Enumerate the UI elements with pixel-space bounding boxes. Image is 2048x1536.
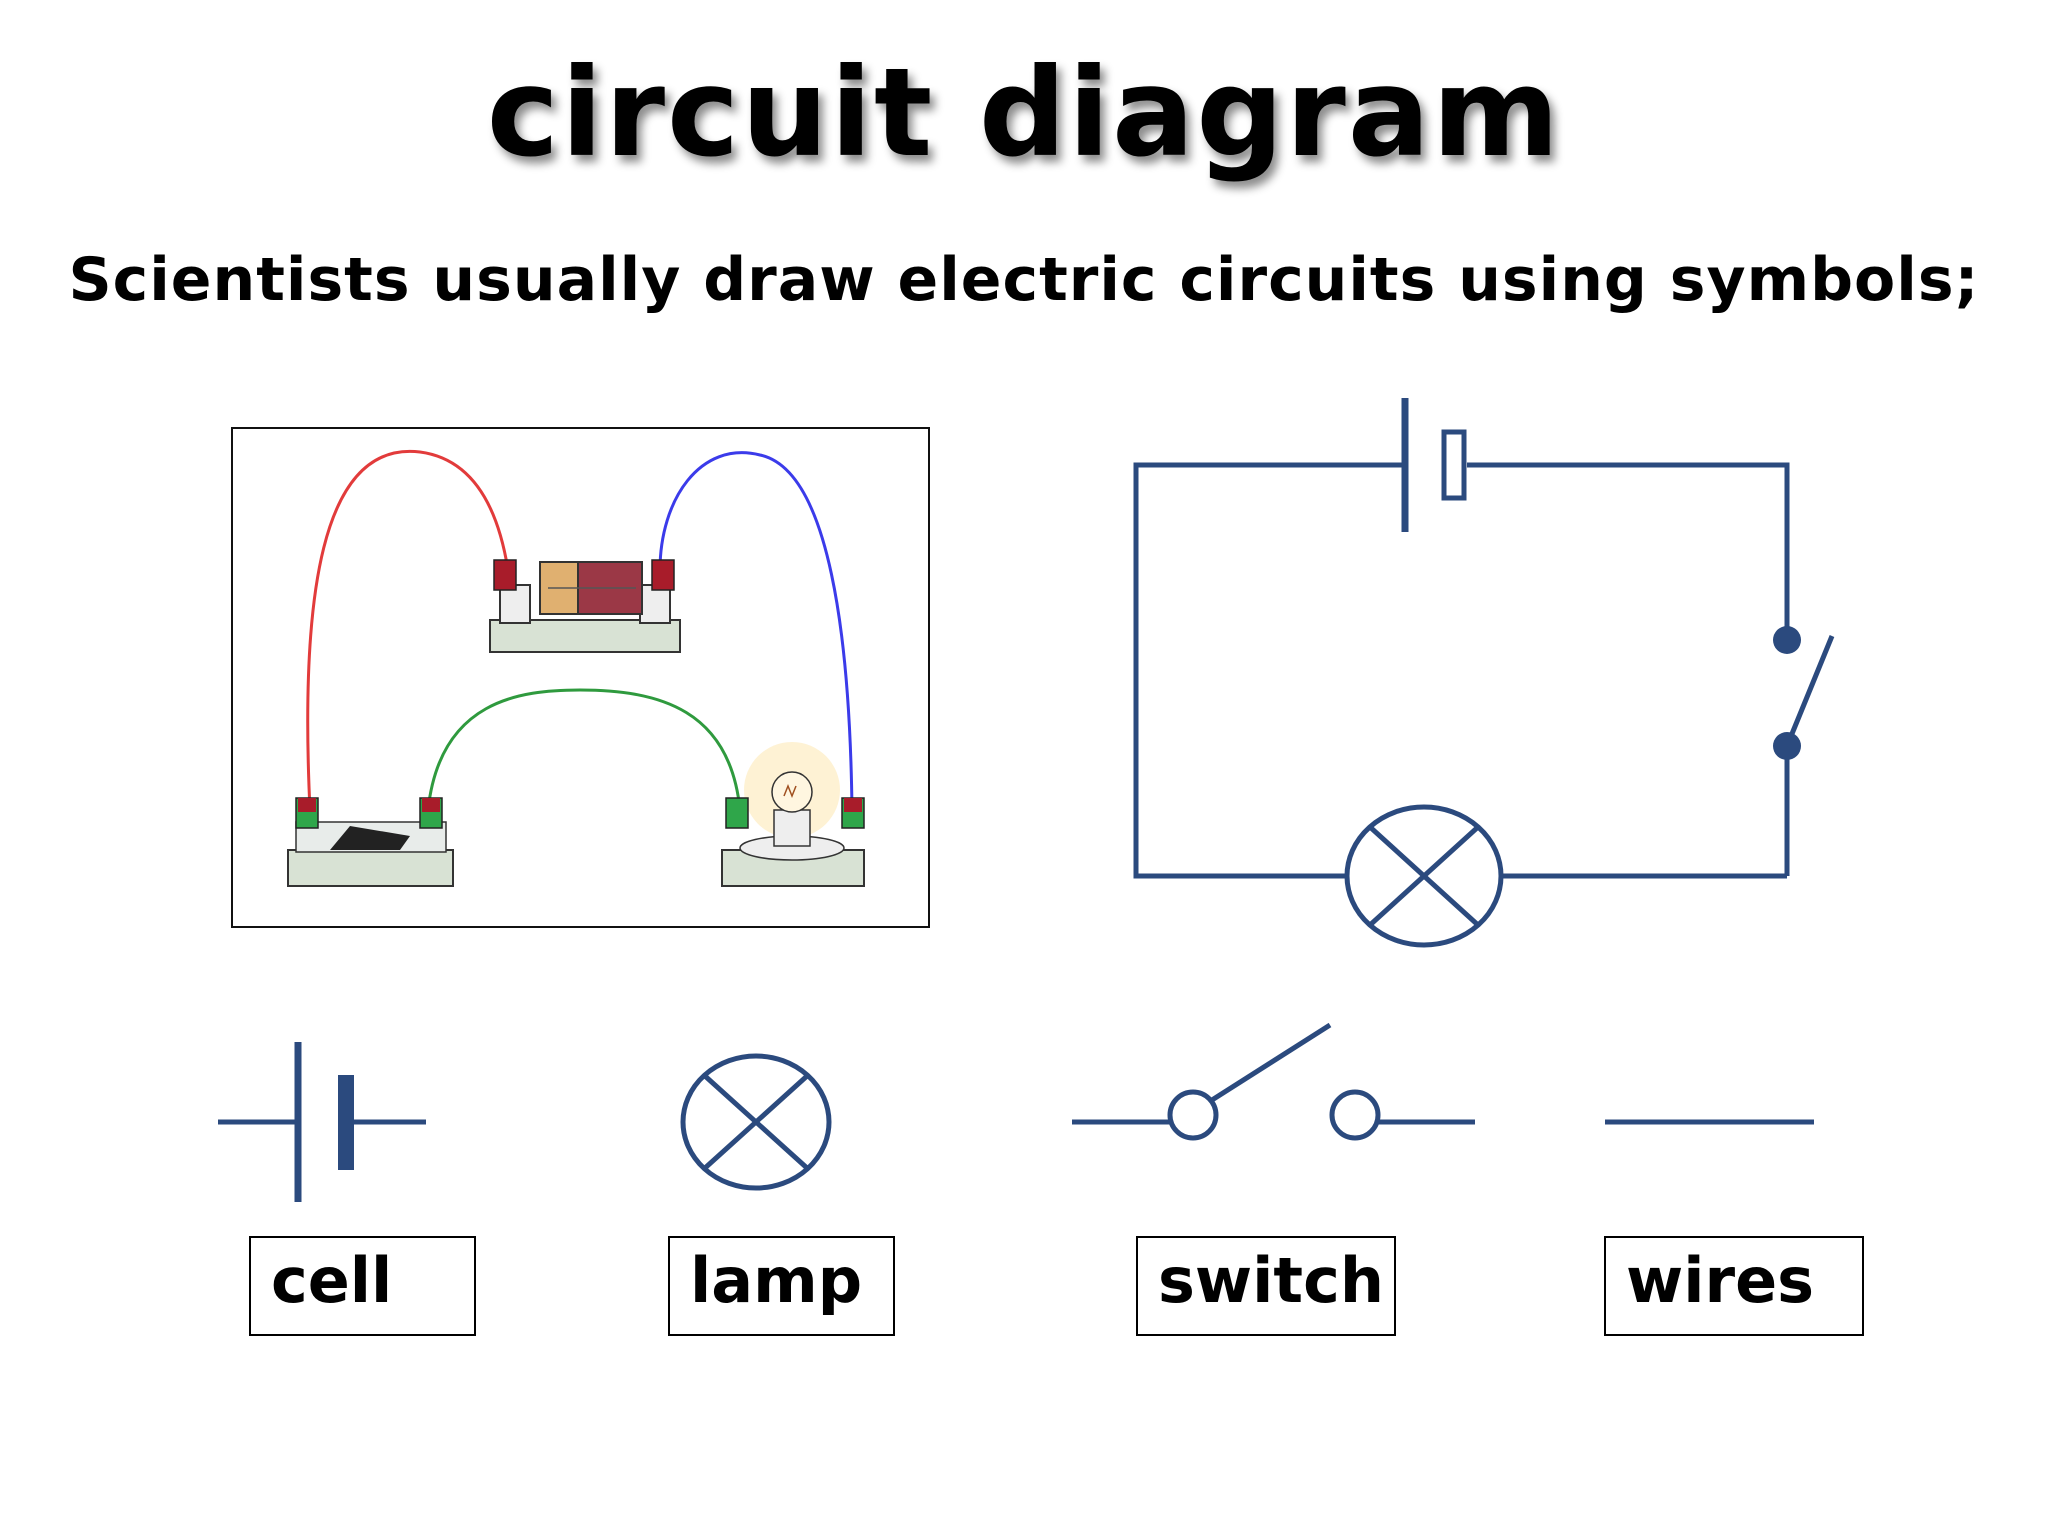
circuit-wire-left — [1133, 462, 1405, 879]
red-wire — [306, 449, 510, 811]
circuit-switch-lever — [1784, 635, 1835, 747]
switch-label: switch — [1158, 1244, 1384, 1317]
green-wire — [426, 688, 742, 811]
wires-label-box: wires — [1604, 1236, 1864, 1336]
circuit-lamp — [1344, 804, 1504, 948]
circuit-lamp-cross-2 — [1368, 825, 1480, 927]
wires-label: wires — [1626, 1244, 1815, 1317]
lamp-symbol — [680, 1053, 832, 1191]
realistic-circuit-picture — [231, 427, 930, 928]
lamp-holder-icon — [721, 742, 865, 887]
slide-subtitle: Scientists usually draw electric circuit… — [68, 245, 1980, 315]
lamp-label: lamp — [690, 1244, 863, 1317]
battery-holder-icon — [489, 559, 681, 653]
switch-symbol — [1072, 1022, 1475, 1141]
switch-label-box: switch — [1136, 1236, 1396, 1336]
switch-board-icon — [287, 797, 454, 887]
symbolic-circuit — [1133, 398, 1835, 948]
cell-symbol — [218, 1042, 426, 1202]
cell-label: cell — [271, 1244, 393, 1317]
circuit-wire-right — [1467, 462, 1790, 640]
circuit-switch-contact-top — [1773, 626, 1801, 654]
slide-title: circuit diagram — [486, 42, 1562, 184]
cell-label-box: cell — [249, 1236, 476, 1336]
circuit-switch-contact-bottom — [1773, 732, 1801, 760]
blue-wire — [658, 451, 854, 811]
lamp-label-box: lamp — [668, 1236, 895, 1336]
circuit-cell-short-plate — [1441, 429, 1467, 501]
